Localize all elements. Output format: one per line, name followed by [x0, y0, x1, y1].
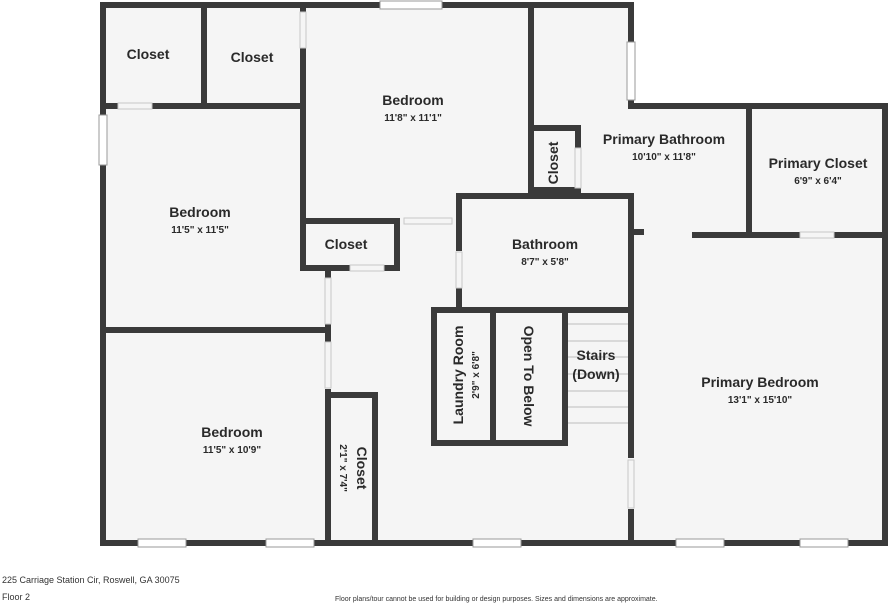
room-dim-bedroom-top: 11'8" x 11'1" — [384, 113, 442, 124]
room-name-stairs: Stairs — [577, 347, 616, 363]
stair-treads — [566, 323, 628, 424]
room-labels: Closet Closet Bedroom 11'8" x 11'1" Bedr… — [127, 46, 868, 492]
property-address: 225 Carriage Station Cir, Roswell, GA 30… — [2, 575, 180, 585]
room-dim-primary-bedroom: 13'1" x 15'10" — [728, 395, 793, 406]
walls — [100, 2, 888, 546]
room-name-bedroom-left: Bedroom — [169, 204, 230, 220]
room-name-open-to-below: Open To Below — [521, 326, 537, 427]
floor-plan: Closet Closet Bedroom 11'8" x 11'1" Bedr… — [98, 0, 888, 548]
room-name-stairs-down: (Down) — [572, 366, 619, 382]
room-dim-bedroom-bottom: 11'5" x 10'9" — [203, 445, 261, 456]
floor-label: Floor 2 — [2, 592, 31, 602]
door-openings — [117, 11, 835, 509]
room-dim-laundry-room: 2'9" x 6'8" — [471, 351, 482, 399]
room-name-laundry-room: Laundry Room — [450, 326, 466, 425]
room-name-closet-bottom: Closet — [354, 447, 370, 490]
room-dim-bedroom-left: 11'5" x 11'5" — [171, 225, 229, 236]
floor-fill — [103, 5, 885, 543]
room-name-primary-closet: Primary Closet — [769, 155, 868, 171]
room-dim-closet-bottom: 2'1" x 7'4" — [337, 444, 348, 492]
room-name-primary-bathroom: Primary Bathroom — [603, 131, 725, 147]
room-dim-primary-bathroom: 10'10" x 11'8" — [632, 152, 696, 163]
room-name-primary-bedroom: Primary Bedroom — [701, 374, 818, 390]
disclaimer-text: Floor plans/tour cannot be used for buil… — [335, 596, 658, 603]
windows — [98, 0, 849, 548]
room-name-closet-1: Closet — [127, 46, 170, 62]
room-name-closet-2: Closet — [231, 49, 274, 65]
room-dim-primary-closet: 6'9" x 6'4" — [794, 176, 842, 187]
room-name-bedroom-top: Bedroom — [382, 92, 443, 108]
room-name-bedroom-bottom: Bedroom — [201, 424, 262, 440]
room-dim-bathroom: 8'7" x 5'8" — [521, 257, 569, 268]
room-name-bathroom: Bathroom — [512, 236, 578, 252]
room-name-closet-hall: Closet — [325, 236, 368, 252]
room-name-closet-vertical: Closet — [545, 141, 561, 184]
